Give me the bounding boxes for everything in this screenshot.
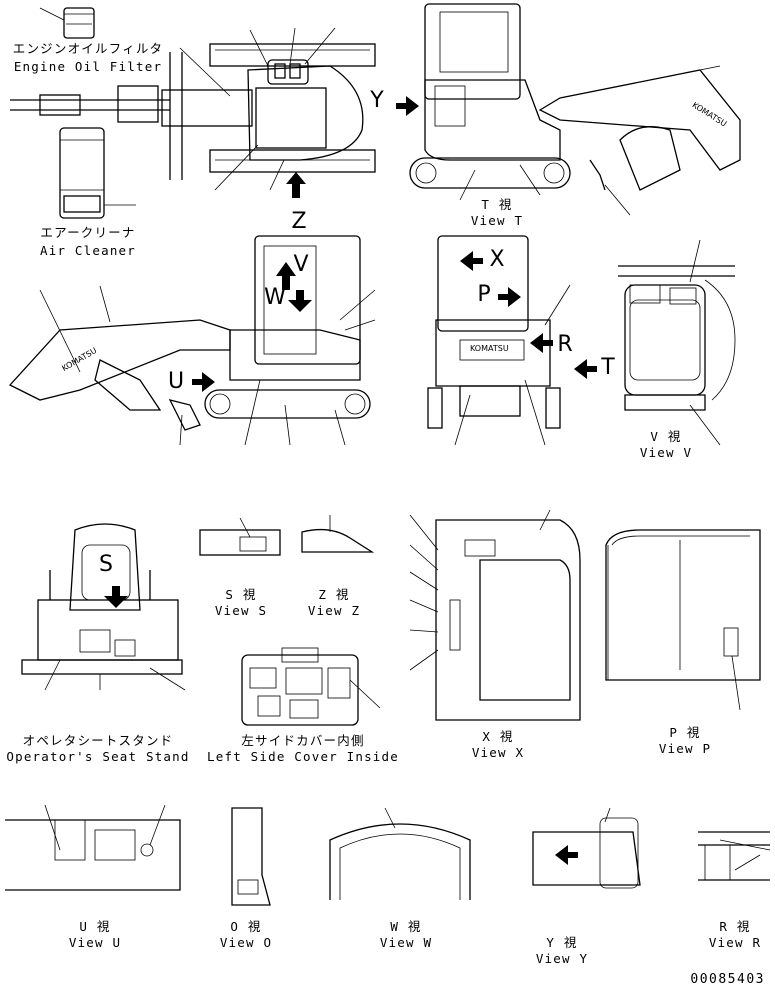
left-side-cover-inside-drawing [241, 647, 381, 726]
drawing-code: 00085403 [690, 972, 765, 987]
view-t-jp-label: T 視 [481, 197, 513, 212]
air-cleaner-drawing [59, 127, 136, 219]
rear-brand: KOMATSU [470, 344, 509, 353]
left-side-cover-jp-label: 左サイドカバー内側 [241, 733, 365, 748]
view-marker-u: U [167, 369, 185, 394]
view-s-en-label: View S [214, 603, 268, 618]
air-cleaner-en-label: Air Cleaner [40, 243, 136, 258]
seat-stand-jp-label: オペレタシートスタンド [22, 733, 174, 748]
view-p-drawing [605, 529, 761, 711]
view-s-drawing [199, 517, 281, 556]
view-w-en-label: View W [379, 935, 433, 950]
view-v-jp-label: V 視 [650, 429, 682, 444]
view-x-drawing [409, 509, 581, 721]
view-t-en-label: View T [470, 213, 524, 228]
view-r-en-label: View R [708, 935, 762, 950]
left-side-cover-en-label: Left Side Cover Inside [207, 749, 399, 764]
view-marker-v: V [293, 252, 309, 277]
engine-oil-filter-drawing [39, 7, 95, 39]
view-w-jp-label: W 視 [390, 919, 422, 934]
view-marker-y: Y [370, 88, 384, 113]
view-u-en-label: View U [68, 935, 122, 950]
view-marker-p: P [477, 282, 491, 307]
view-p-jp-label: P 視 [669, 725, 701, 740]
view-u-jp-label: U 視 [79, 919, 111, 934]
view-z-drawing [301, 515, 375, 553]
view-s-jp-label: S 視 [225, 587, 257, 602]
view-marker-x: X [489, 247, 505, 272]
view-z-en-label: View Z [307, 603, 361, 618]
operator-seat-stand-drawing [21, 523, 186, 691]
view-u-drawing [5, 804, 181, 891]
view-marker-w: W [264, 285, 286, 310]
view-v-drawing [618, 239, 736, 446]
view-o-drawing [231, 807, 271, 906]
view-y-drawing [532, 807, 641, 889]
view-y-jp-label: Y 視 [546, 935, 578, 950]
view-p-en-label: View P [658, 741, 712, 756]
air-cleaner-jp-label: エアークリーナ [40, 225, 136, 240]
view-marker-t: T [601, 355, 615, 380]
view-y-en-label: View Y [535, 951, 589, 966]
top-plan-view [10, 27, 376, 198]
view-v-en-label: View V [639, 445, 693, 460]
side-view-right [396, 3, 741, 216]
side-view-left [8, 235, 376, 446]
view-o-en-label: View O [219, 935, 273, 950]
view-marker-r: R [557, 332, 573, 357]
view-o-jp-label: O 視 [230, 919, 262, 934]
view-w-drawing [329, 807, 471, 900]
view-z-jp-label: Z 視 [318, 587, 350, 602]
seat-stand-en-label: Operator's Seat Stand [6, 749, 190, 764]
rear-view [427, 235, 597, 446]
view-marker-z: Z [291, 209, 307, 234]
view-x-jp-label: X 視 [482, 729, 514, 744]
view-r-jp-label: R 視 [719, 919, 751, 934]
engine-oil-filter-jp-label: エンジンオイルフィルタ [12, 41, 164, 56]
engine-oil-filter-en-label: Engine Oil Filter [13, 59, 163, 74]
view-marker-s: S [99, 552, 113, 577]
view-r-drawing [698, 831, 771, 881]
view-x-en-label: View X [471, 745, 525, 760]
